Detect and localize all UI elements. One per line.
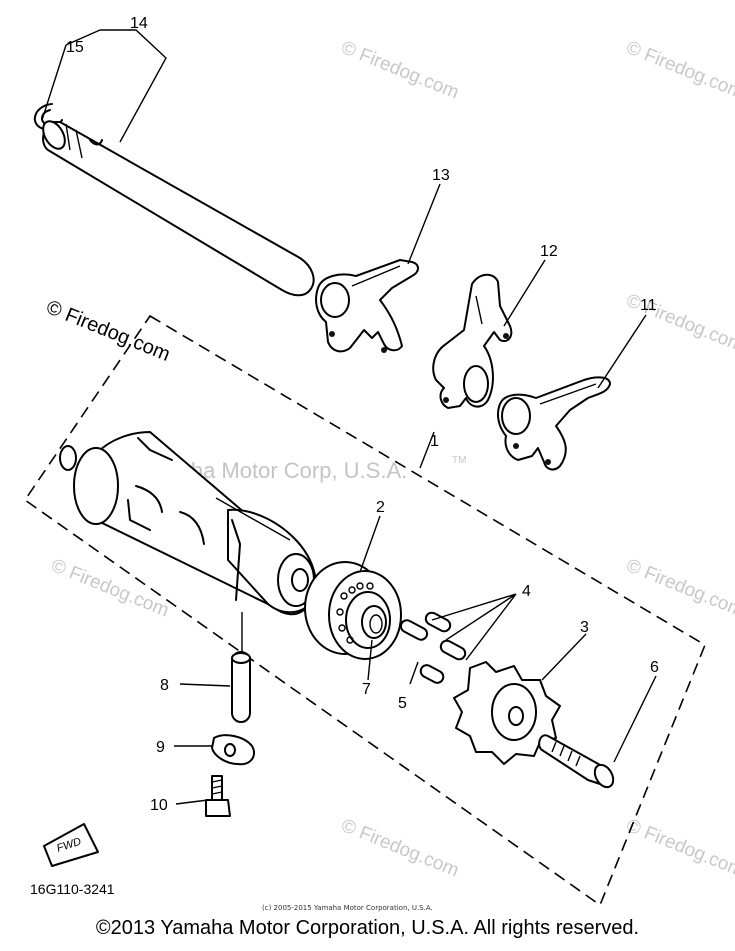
part-3-segment xyxy=(453,661,561,765)
part-7-circlip xyxy=(361,605,387,639)
callout-5: 5 xyxy=(398,695,407,712)
watermark-firedog: © Firedog.com xyxy=(48,555,172,621)
part-12-shift-fork xyxy=(432,273,513,409)
watermark-firedog: © Firedog.com xyxy=(338,815,462,881)
callout-4: 4 xyxy=(522,583,531,600)
part-8-dowel-pin xyxy=(231,651,251,723)
part-4-pins xyxy=(399,611,467,684)
callout-3: 3 xyxy=(580,619,589,636)
fwd-arrow-badge: FWD xyxy=(43,823,99,867)
watermark-firedog-dark: © Firedog.com xyxy=(43,296,173,366)
part-14-guide-bar xyxy=(42,120,315,297)
part-2-bearing xyxy=(304,561,402,660)
callout-9: 9 xyxy=(156,739,165,756)
callout-12: 12 xyxy=(540,243,558,260)
watermark-firedog: © Firedog.com xyxy=(338,37,462,103)
callout-14: 14 xyxy=(130,15,148,32)
callout-15: 15 xyxy=(66,39,84,56)
watermark-tm: TM xyxy=(452,455,466,466)
callout-2: 2 xyxy=(376,499,385,516)
callout-8: 8 xyxy=(160,677,169,694)
watermark-firedog: © Firedog.com xyxy=(623,815,735,881)
callout-11: 11 xyxy=(640,297,657,314)
part-13-shift-fork xyxy=(315,259,419,353)
part-10-bolt xyxy=(205,775,231,817)
callout-6: 6 xyxy=(650,659,659,676)
watermark-firedog: © Firedog.com xyxy=(623,555,735,621)
part-6-screw xyxy=(538,734,615,789)
callout-7: 7 xyxy=(362,681,371,698)
callout-1: 1 xyxy=(430,433,439,450)
copyright-small: (c) 2005-2015 Yamaha Motor Corporation, … xyxy=(262,904,433,912)
leader-lines xyxy=(41,29,657,805)
footer-copyright: ©2013 Yamaha Motor Corporation, U.S.A. A… xyxy=(95,917,640,939)
callout-13: 13 xyxy=(432,167,450,184)
callout-10: 10 xyxy=(150,797,168,814)
part-9-stopper xyxy=(211,734,256,766)
part-11-shift-fork xyxy=(497,376,611,471)
watermark-firedog: © Firedog.com xyxy=(623,37,735,103)
callout-labels: 14 15 13 12 11 1 2 4 3 6 5 7 8 9 10 xyxy=(66,15,659,814)
part-number-code: 16G110-3241 xyxy=(30,881,115,897)
